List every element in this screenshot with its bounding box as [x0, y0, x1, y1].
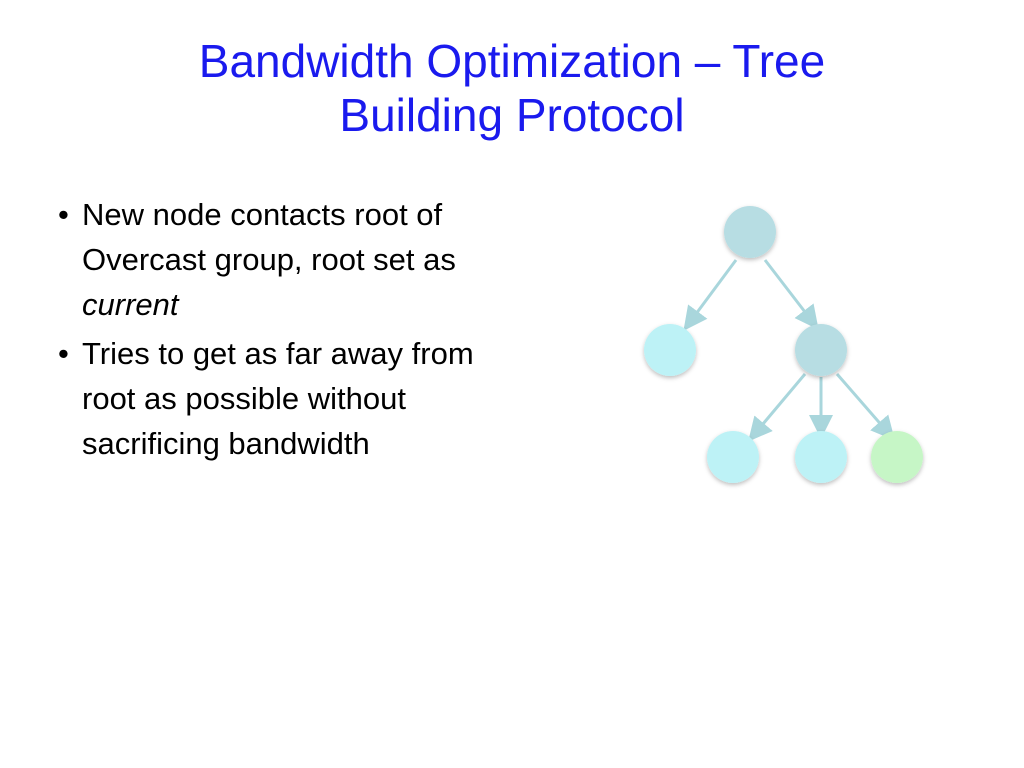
- bullet-marker: •: [58, 197, 69, 232]
- slide-title: Bandwidth Optimization – Tree Building P…: [40, 34, 984, 142]
- child-node-left: [644, 324, 696, 376]
- root-node: [724, 206, 776, 258]
- edge-root-to-right-child: [763, 259, 819, 330]
- tree-diagram: [644, 206, 923, 483]
- bullet-text: New node contacts root of Overcast group…: [82, 197, 456, 277]
- bullet-emphasis: current: [82, 287, 179, 322]
- slide-title-line-2: Building Protocol: [339, 89, 685, 141]
- grandchild-node-2: [795, 431, 847, 483]
- grandchild-node-1: [707, 431, 759, 483]
- edge-right-child-to-new-node: [835, 373, 895, 441]
- bullet-list: • New node contacts root of Overcast gro…: [58, 192, 478, 470]
- bullet-marker: •: [58, 336, 69, 371]
- new-node: [871, 431, 923, 483]
- bullet-item-tries: • Tries to get as far away from root as …: [58, 331, 478, 466]
- slide-title-line-1: Bandwidth Optimization – Tree: [198, 35, 826, 87]
- edge-root-to-left-child: [683, 259, 738, 331]
- bullet-text: Tries to get as far away from root as po…: [82, 336, 474, 461]
- bullet-item-new-node: • New node contacts root of Overcast gro…: [58, 192, 478, 327]
- child-node-right: [795, 324, 847, 376]
- edge-right-child-to-grandchild-1: [748, 373, 807, 442]
